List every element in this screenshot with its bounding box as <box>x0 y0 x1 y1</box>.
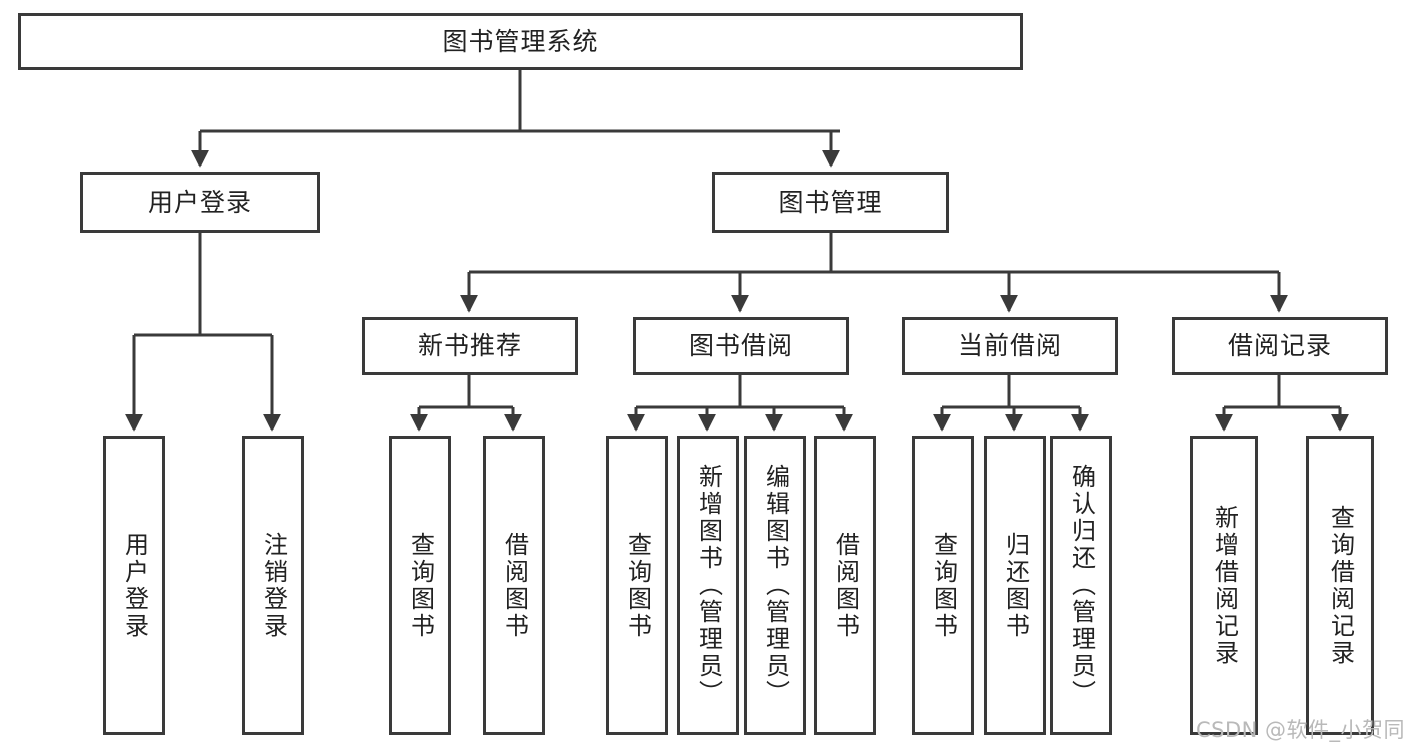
node-new-book-recommend[interactable]: 新书推荐 <box>362 317 578 375</box>
node-leaf-user-login[interactable]: 用户登录 <box>103 436 165 735</box>
node-borrow-records-label: 借阅记录 <box>1227 331 1332 361</box>
node-leaf-query-borrow-record[interactable]: 查询借阅记录 <box>1306 436 1374 735</box>
node-leaf-query-borrow-record-label: 查询借阅记录 <box>1326 504 1355 667</box>
node-leaf-query-book-current[interactable]: 查询图书 <box>912 436 974 735</box>
node-leaf-return-book[interactable]: 归还图书 <box>984 436 1046 735</box>
node-leaf-return-book-label: 归还图书 <box>1001 531 1030 640</box>
node-leaf-add-book-label: 新增图书（管理员） <box>694 464 723 707</box>
node-leaf-query-book-current-label: 查询图书 <box>929 531 958 640</box>
node-user-login-label: 用户登录 <box>147 187 252 217</box>
csdn-watermark: CSDN @软件_小贺同学 <box>1196 718 1405 742</box>
node-book-borrow[interactable]: 图书借阅 <box>633 317 849 375</box>
node-user-login[interactable]: 用户登录 <box>80 172 320 233</box>
node-leaf-borrow-book-label: 借阅图书 <box>831 531 860 640</box>
node-leaf-edit-book-label: 编辑图书（管理员） <box>761 464 790 707</box>
node-leaf-edit-book[interactable]: 编辑图书（管理员） <box>744 436 806 735</box>
node-current-borrow[interactable]: 当前借阅 <box>902 317 1118 375</box>
node-leaf-query-book-recommend-label: 查询图书 <box>406 531 435 640</box>
node-leaf-logout[interactable]: 注销登录 <box>242 436 304 735</box>
node-leaf-query-book-recommend[interactable]: 查询图书 <box>389 436 451 735</box>
node-new-book-recommend-label: 新书推荐 <box>417 331 522 361</box>
node-leaf-query-book-borrow[interactable]: 查询图书 <box>606 436 668 735</box>
node-leaf-borrow-book-recommend[interactable]: 借阅图书 <box>483 436 545 735</box>
node-leaf-add-borrow-record[interactable]: 新增借阅记录 <box>1190 436 1258 735</box>
node-leaf-add-borrow-record-label: 新增借阅记录 <box>1210 504 1239 667</box>
node-leaf-logout-label: 注销登录 <box>259 531 288 640</box>
node-book-management[interactable]: 图书管理 <box>712 172 949 233</box>
node-leaf-borrow-book-recommend-label: 借阅图书 <box>500 531 529 640</box>
node-book-borrow-label: 图书借阅 <box>688 331 793 361</box>
node-leaf-confirm-return[interactable]: 确认归还（管理员） <box>1050 436 1112 735</box>
node-book-management-label: 图书管理 <box>778 187 883 217</box>
node-leaf-confirm-return-label: 确认归还（管理员） <box>1067 464 1096 707</box>
node-borrow-records[interactable]: 借阅记录 <box>1172 317 1388 375</box>
node-leaf-user-login-label: 用户登录 <box>120 531 149 640</box>
node-root[interactable]: 图书管理系统 <box>18 13 1023 70</box>
node-leaf-query-book-borrow-label: 查询图书 <box>623 531 652 640</box>
node-leaf-add-book[interactable]: 新增图书（管理员） <box>677 436 739 735</box>
node-leaf-borrow-book[interactable]: 借阅图书 <box>814 436 876 735</box>
node-root-label: 图书管理系统 <box>442 26 599 56</box>
node-current-borrow-label: 当前借阅 <box>957 331 1062 361</box>
